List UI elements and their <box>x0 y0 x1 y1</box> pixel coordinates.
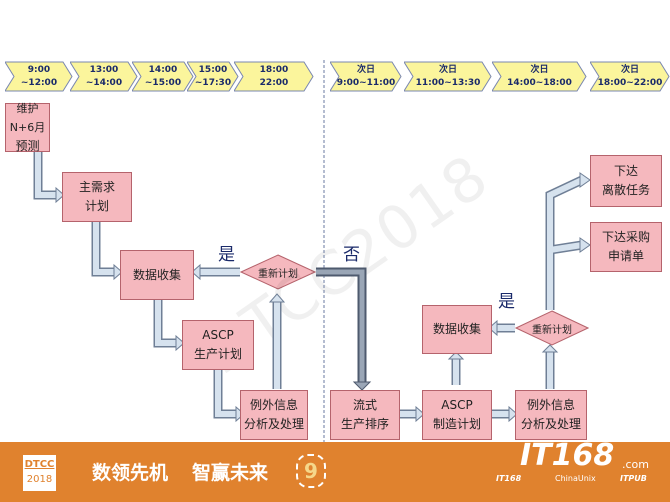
data-collect-box-right: 数据收集 <box>422 305 492 354</box>
replan-decision: 重新计划 <box>240 254 316 290</box>
replan-decision-right: 重新计划 <box>515 310 589 346</box>
time-chevron: 13:00~14:00 <box>70 61 138 92</box>
flow-sequencing-box: 流式生产排序 <box>330 390 400 440</box>
time-chevron: 9:00~12:00 <box>5 61 73 92</box>
chinaunix-logo: ChinaUnix <box>555 474 596 483</box>
slogan: 数领先机 <box>92 462 169 484</box>
no-label: 否 <box>343 245 360 265</box>
time-chevron: 14:00~15:00 <box>132 61 194 92</box>
data-collect-box: 数据收集 <box>120 250 194 300</box>
mps-box: 主需求计划 <box>62 172 132 222</box>
forecast-box: 维护N+6月预测 <box>5 102 50 153</box>
slogan-2: 智赢未来 <box>192 462 269 484</box>
exception-analysis-box-right: 例外信息分析及处理 <box>515 390 587 440</box>
release-purchase-requisition-box: 下达采购申请单 <box>590 222 662 272</box>
yes-label-right: 是 <box>498 292 515 312</box>
it168-com: .com <box>622 458 649 471</box>
itpub-logo: ITPUB <box>620 474 647 483</box>
it168-small-logo: IT168 <box>496 474 522 483</box>
release-discrete-job-box: 下达离散任务 <box>590 155 662 207</box>
yes-label: 是 <box>218 245 235 265</box>
edition-badge: 9 <box>296 454 326 488</box>
it168-logo: IT168 <box>520 438 615 473</box>
time-chevron: 15:00~17:30 <box>187 61 239 92</box>
exception-analysis-box: 例外信息分析及处理 <box>240 390 308 440</box>
